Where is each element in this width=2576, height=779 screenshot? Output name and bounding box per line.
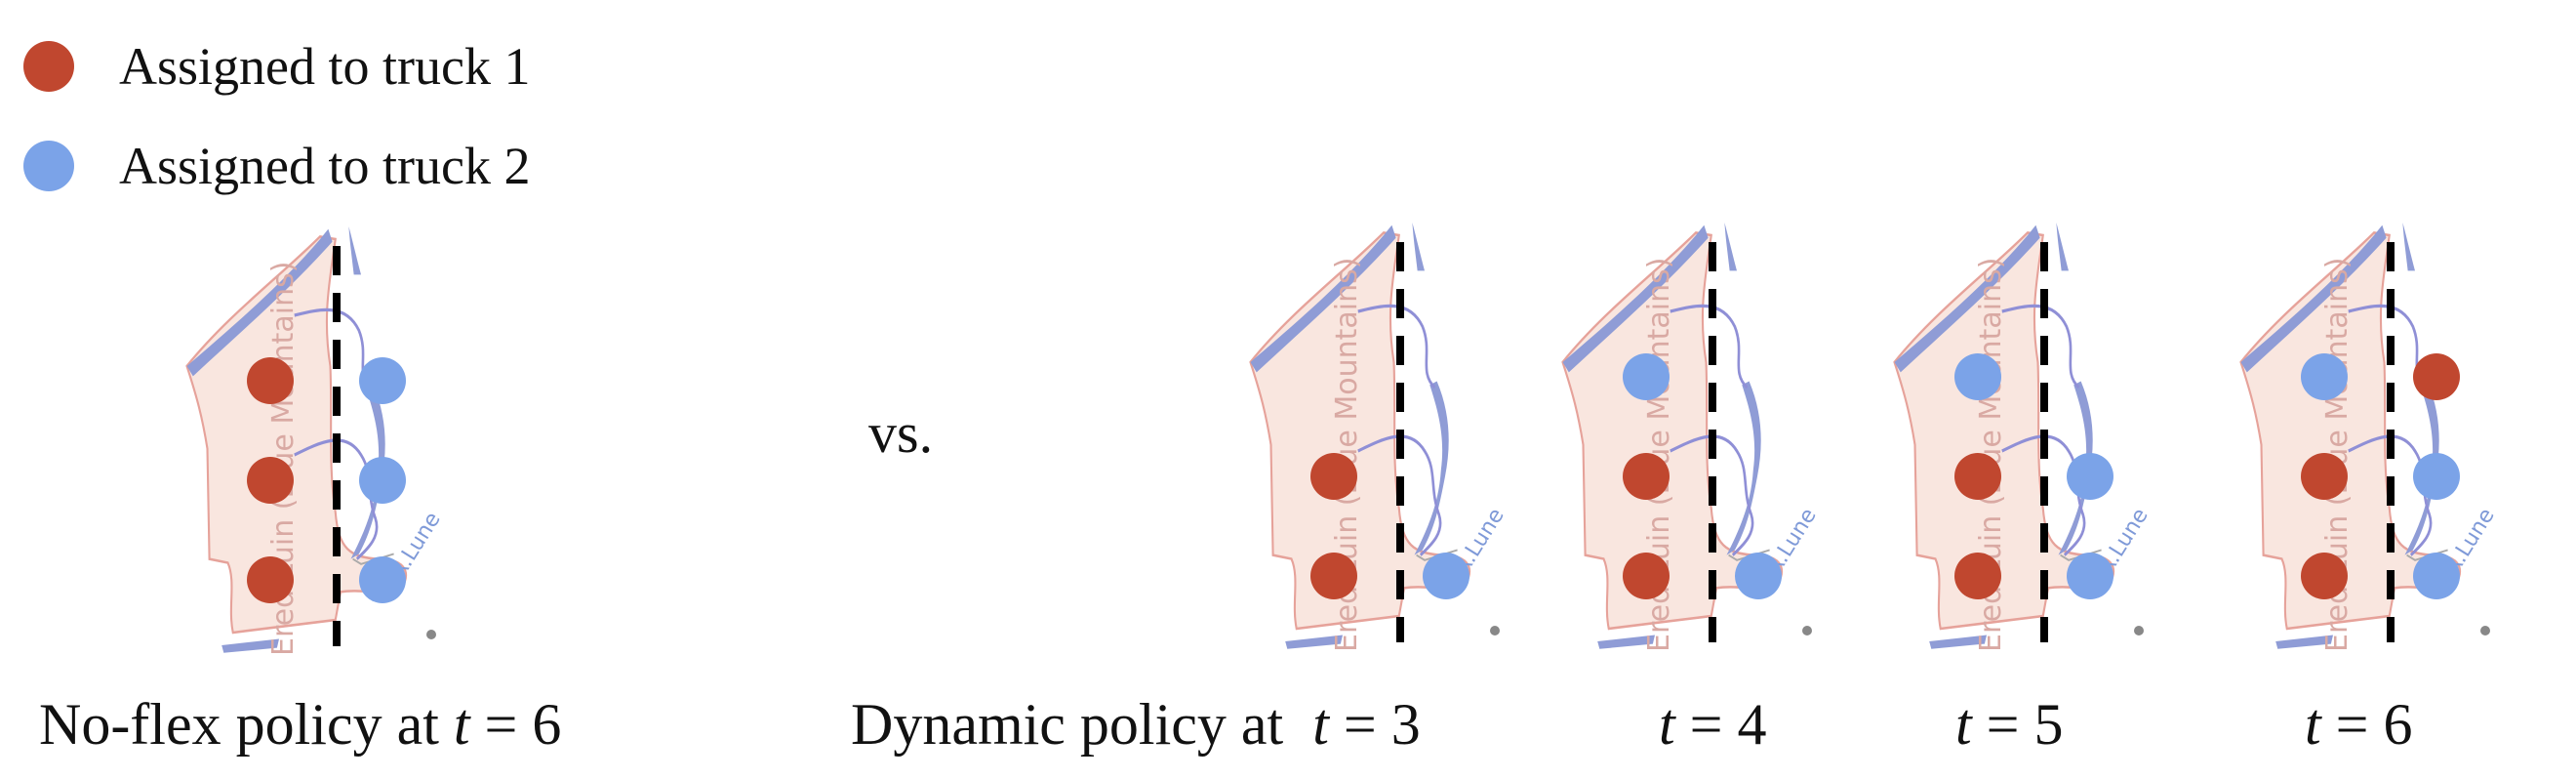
- request-dot-truck-1: [2301, 453, 2348, 500]
- request-dot-truck-1: [1623, 553, 1670, 599]
- request-dot-truck-1: [1310, 553, 1357, 599]
- request-dot-truck-2: [1954, 353, 2001, 400]
- caption-var: t: [453, 692, 470, 757]
- caption-no-flex: No-flex policy at t = 6: [39, 685, 561, 763]
- legend-swatch-truck-2: [23, 141, 74, 191]
- town-marker: [2134, 626, 2144, 636]
- town-marker: [1490, 626, 1500, 636]
- caption-var: t: [1955, 692, 1972, 757]
- request-dot-truck-2: [2067, 553, 2113, 599]
- request-dot-truck-2: [359, 556, 406, 603]
- caption-rel: = 4: [1674, 692, 1767, 757]
- legend-item-truck-2: Assigned to truck 2: [23, 137, 530, 195]
- legend-item-truck-1: Assigned to truck 1: [23, 37, 530, 96]
- caption-var: t: [1659, 692, 1675, 757]
- map-panel-dynamic-t6: Ered Luin (Blue Mountains)R.Lune: [2238, 221, 2500, 652]
- caption-rel: = 6: [469, 692, 562, 757]
- legend-label: Assigned to truck 1: [119, 37, 531, 96]
- caption-dynamic-t3: Dynamic policy at t = 3: [851, 685, 1421, 763]
- legend-swatch-truck-1: [23, 41, 74, 92]
- request-dot-truck-1: [1954, 553, 2001, 599]
- request-dot-truck-1: [247, 357, 294, 404]
- map-panel-dynamic-t4: Ered Luin (Blue Mountains)R.Lune: [1560, 221, 1822, 652]
- request-dot-truck-1: [2413, 353, 2460, 400]
- map-panel-no-flex-t6: Ered Luin (Blue Mountains)R.Lune: [184, 225, 446, 656]
- caption-rel: = 3: [1328, 692, 1421, 757]
- request-dot-truck-2: [2413, 553, 2460, 599]
- town-marker: [1802, 626, 1812, 636]
- caption-var: t: [2305, 692, 2321, 757]
- town-marker: [426, 630, 436, 639]
- request-dot-truck-2: [2413, 453, 2460, 500]
- request-dot-truck-2: [1735, 553, 1782, 599]
- map-panel-dynamic-t5: Ered Luin (Blue Mountains)R.Lune: [1892, 221, 2153, 652]
- request-dot-truck-1: [1623, 453, 1670, 500]
- request-dot-truck-2: [359, 457, 406, 504]
- vs-label: vs.: [868, 401, 934, 465]
- map-panel-dynamic-t3: Ered Luin (Blue Mountains)R.Lune: [1248, 221, 1509, 652]
- caption-prefix: No-flex policy at: [39, 692, 454, 757]
- request-dot-truck-2: [2067, 453, 2113, 500]
- request-dot-truck-2: [1423, 553, 1469, 599]
- request-dot-truck-1: [247, 556, 294, 603]
- request-dot-truck-1: [1954, 453, 2001, 500]
- request-dot-truck-2: [2301, 353, 2348, 400]
- request-dot-truck-2: [1623, 353, 1670, 400]
- caption-var: t: [1312, 692, 1329, 757]
- request-dot-truck-1: [247, 457, 294, 504]
- legend: Assigned to truck 1 Assigned to truck 2: [0, 0, 683, 225]
- town-marker: [2480, 626, 2490, 636]
- caption-rel: = 5: [1971, 692, 2064, 757]
- request-dot-truck-2: [359, 357, 406, 404]
- caption-prefix: Dynamic policy at: [851, 692, 1313, 757]
- legend-label: Assigned to truck 2: [119, 137, 531, 195]
- caption-dynamic-t4: t = 4: [1659, 685, 1767, 763]
- caption-dynamic-t6: t = 6: [2305, 685, 2413, 763]
- request-dot-truck-1: [1310, 453, 1357, 500]
- caption-dynamic-t5: t = 5: [1955, 685, 2064, 763]
- caption-rel: = 6: [2320, 692, 2413, 757]
- request-dot-truck-1: [2301, 553, 2348, 599]
